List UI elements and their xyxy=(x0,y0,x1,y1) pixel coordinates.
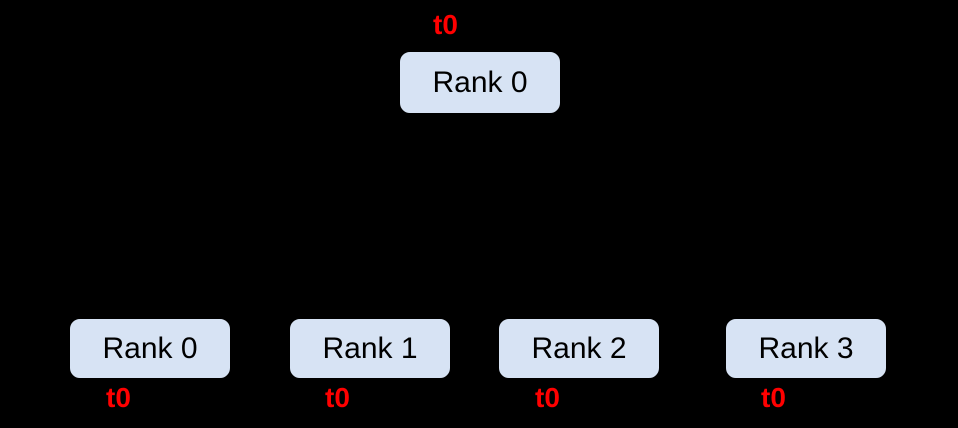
child-node-rank-2: Rank 2 xyxy=(497,317,661,380)
child-timestamp-label: t0 xyxy=(106,382,131,413)
child-node-label: Rank 0 xyxy=(102,331,198,365)
child-node-rank-1: Rank 1 xyxy=(288,317,452,380)
child-timestamp-label: t0 xyxy=(535,382,560,413)
child-timestamp-label: t0 xyxy=(325,382,350,413)
child-timestamp-label: t0 xyxy=(761,382,786,413)
root-node-label: Rank 0 xyxy=(432,65,528,99)
child-node-label: Rank 1 xyxy=(322,331,418,365)
root-node: Rank 0 xyxy=(398,50,562,115)
root-timestamp-label: t0 xyxy=(433,9,458,40)
child-node-rank-3: Rank 3 xyxy=(724,317,888,380)
child-node-rank-0: Rank 0 xyxy=(68,317,232,380)
child-node-label: Rank 3 xyxy=(758,331,854,365)
child-node-label: Rank 2 xyxy=(531,331,627,365)
